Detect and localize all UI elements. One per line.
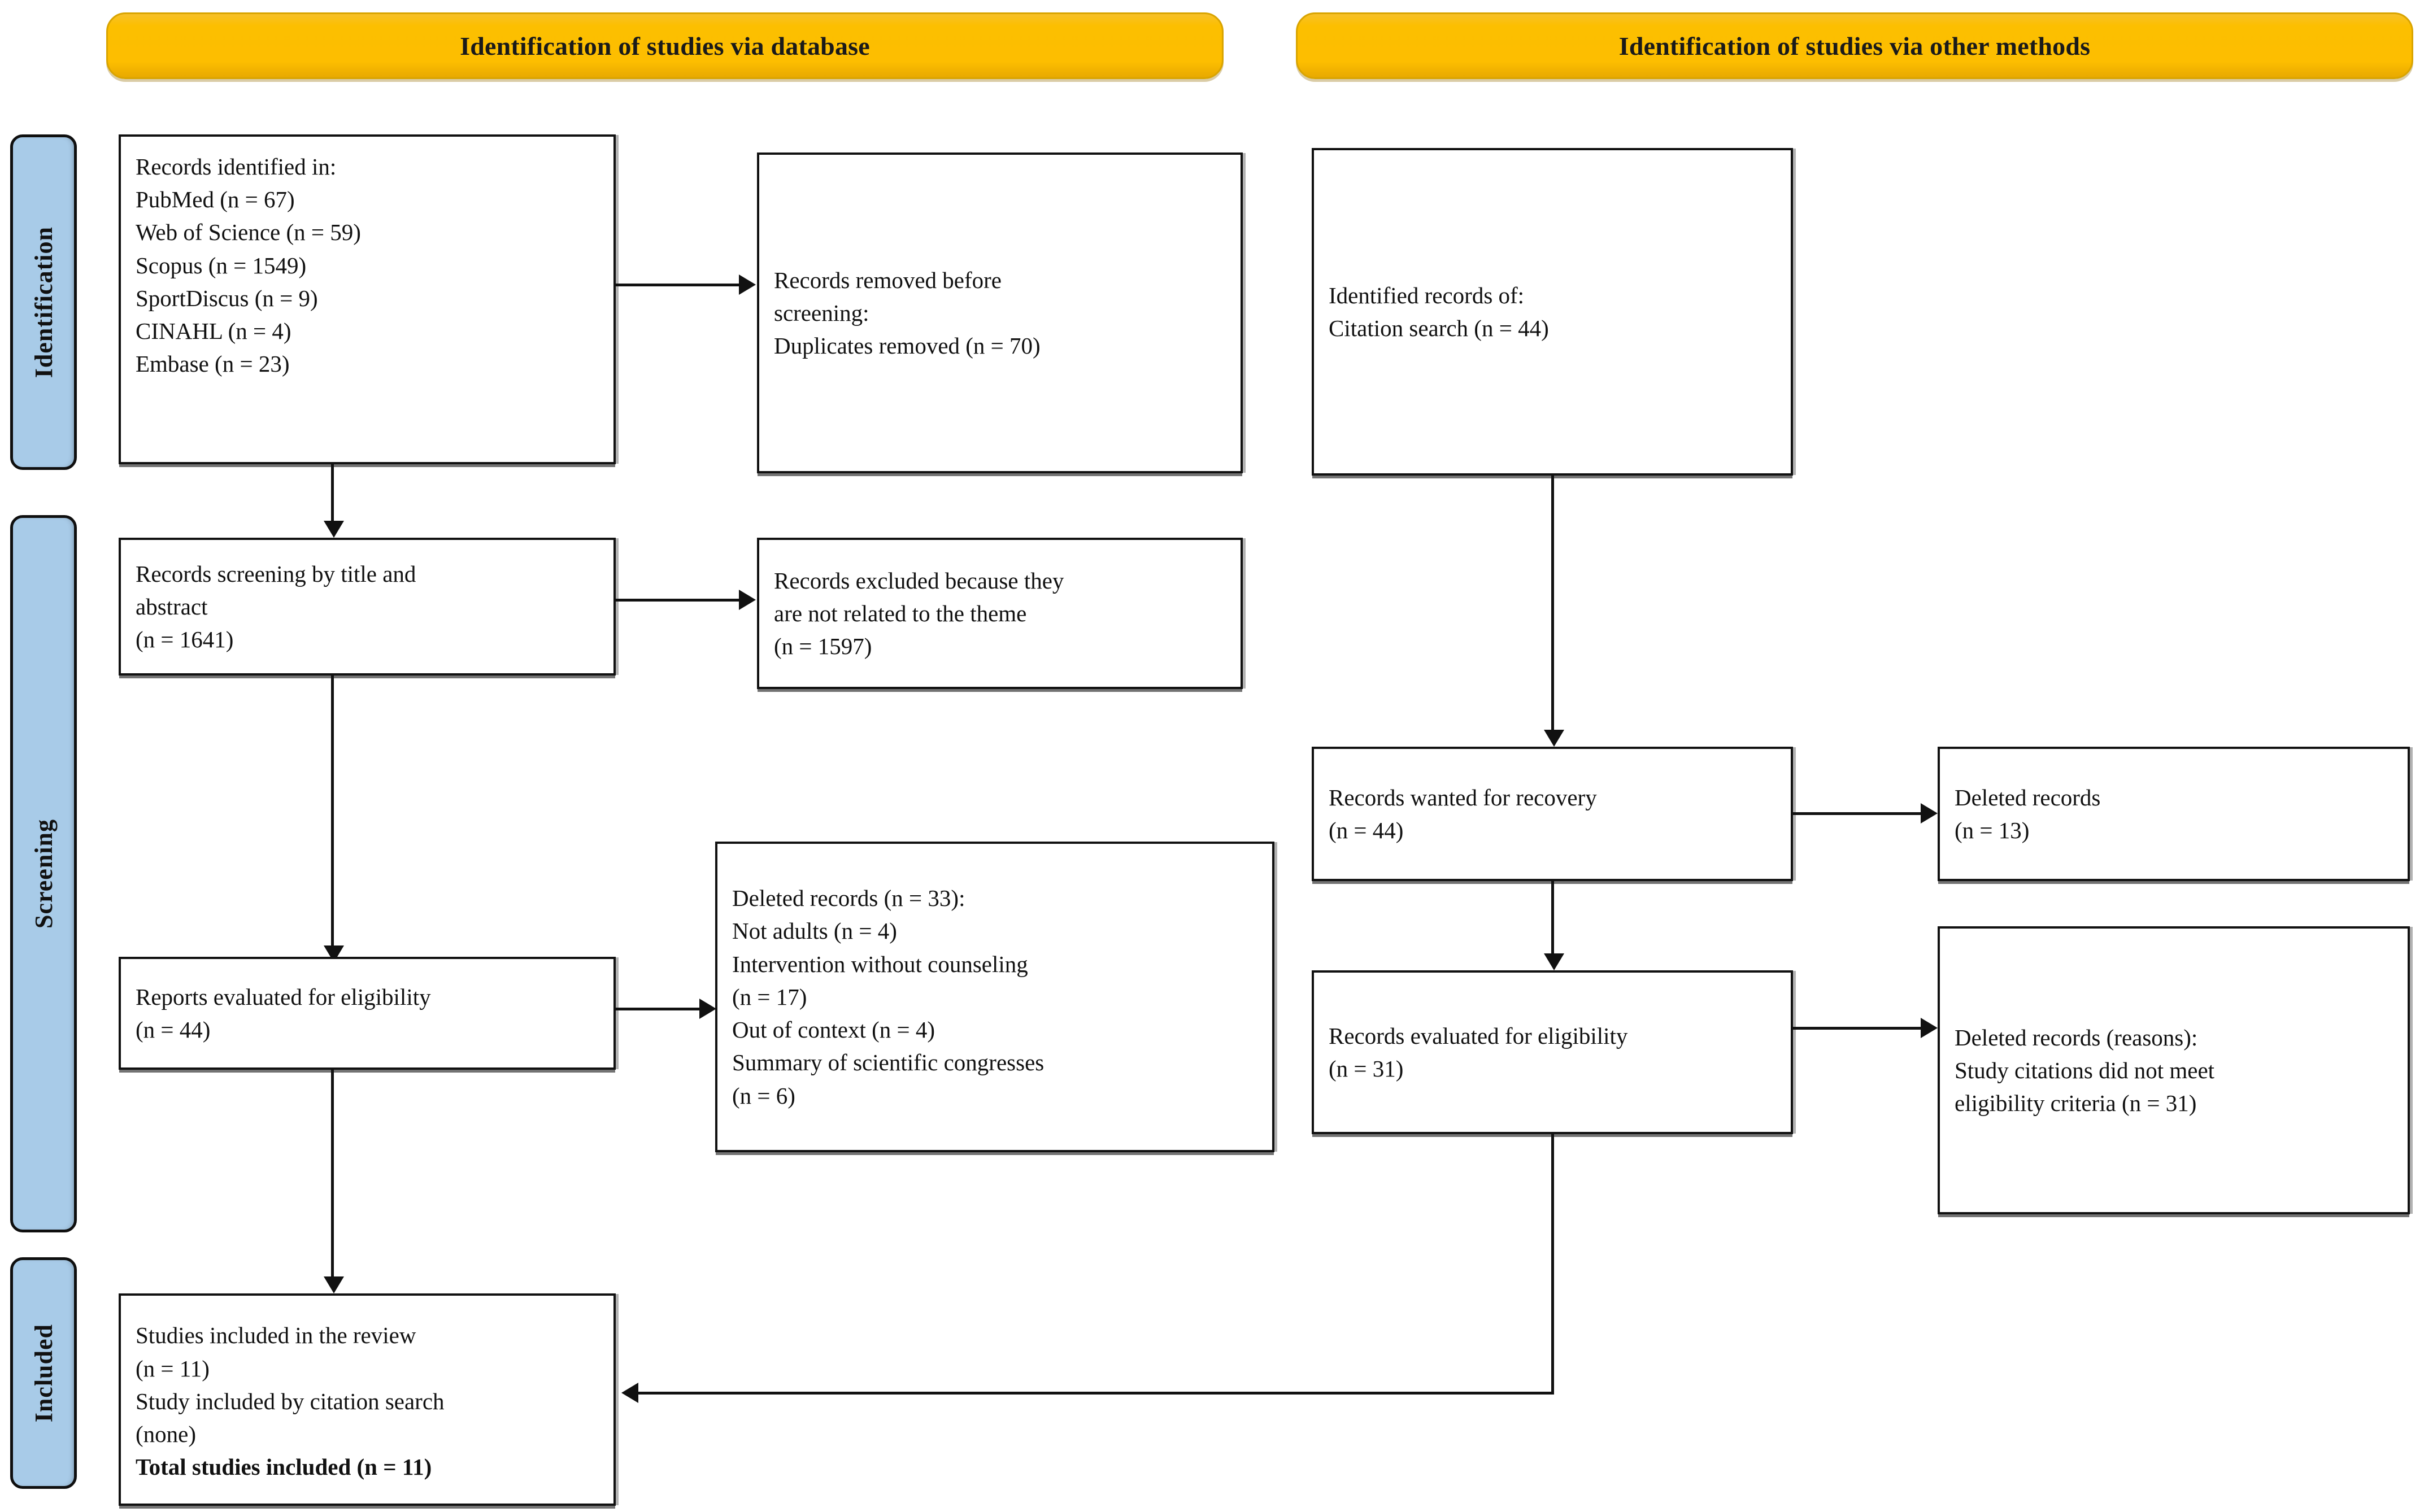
box-deleted-records-reasons: Deleted records (reasons): Study citatio…: [1938, 926, 2410, 1214]
box-reports-evaluated-for-eligibility: Reports evaluated for eligibility (n = 4…: [119, 957, 616, 1070]
stage-identification-text: Identification: [29, 226, 58, 378]
box-deleted-records-13: Deleted records (n = 13): [1938, 747, 2410, 881]
box-line: (n = 1597): [774, 633, 872, 660]
box-records-evaluated-31: Records evaluated for eligibility (n = 3…: [1312, 970, 1793, 1134]
connector-identified-to-screening: [331, 464, 334, 521]
box-line: Studies included in the review: [136, 1322, 416, 1349]
banner-database-label: Identification of studies via database: [460, 31, 870, 60]
box-line: eligibility criteria (n = 31): [1955, 1090, 2197, 1117]
box-line: SportDiscus (n = 9): [136, 285, 318, 311]
connector-screening-to-excluded: [616, 599, 739, 602]
box-records-identified: Records identified in: PubMed (n = 67) W…: [119, 134, 616, 464]
arrowhead-evaluated31-to-reasons: [1921, 1018, 1938, 1038]
box-line: Deleted records (n = 33):: [732, 885, 965, 912]
connector-evaluated31-elbow-horizontal: [638, 1392, 1554, 1395]
box-line: Embase (n = 23): [136, 351, 290, 377]
box-line: Scopus (n = 1549): [136, 252, 307, 278]
box-line: Study included by citation search: [136, 1388, 445, 1414]
box-studies-included: Studies included in the review (n = 11) …: [119, 1293, 616, 1506]
box-line: abstract: [136, 593, 208, 620]
box-line: CINAHL (n = 4): [136, 318, 291, 345]
box-line: Not adults (n = 4): [732, 918, 897, 944]
banner-identification-other-methods: Identification of studies via other meth…: [1296, 12, 2413, 79]
box-line: screening:: [774, 299, 869, 326]
box-line: Duplicates removed (n = 70): [774, 333, 1041, 359]
box-line: Records identified in:: [136, 154, 337, 180]
box-line: Deleted records (reasons):: [1955, 1024, 2198, 1051]
box-line-total: Total studies included (n = 11): [136, 1454, 432, 1480]
stage-included-text: Included: [29, 1323, 58, 1423]
arrowhead-evaluated31-to-included: [621, 1383, 638, 1403]
box-line: PubMed (n = 67): [136, 186, 295, 213]
box-line: (n = 31): [1329, 1056, 1404, 1082]
box-line: Reports evaluated for eligibility: [136, 983, 431, 1010]
box-line: (n = 1641): [136, 626, 234, 653]
box-line: (n = 6): [732, 1082, 795, 1109]
box-line: Out of context (n = 4): [732, 1017, 935, 1043]
box-line: (n = 11): [136, 1355, 210, 1382]
stage-label-included: Included: [10, 1257, 77, 1489]
arrowhead-wanted-to-deleted13: [1921, 803, 1938, 823]
arrowhead-reports-to-deleted33: [699, 999, 716, 1019]
arrowhead-identified-to-screening: [324, 521, 344, 538]
stage-screening-text: Screening: [29, 819, 58, 929]
box-line: Records excluded because they: [774, 567, 1064, 594]
box-deleted-records-33: Deleted records (n = 33): Not adults (n …: [715, 842, 1274, 1152]
box-line: Citation search (n = 44): [1329, 315, 1549, 341]
connector-reports-to-deleted33: [616, 1008, 699, 1010]
box-line: (n = 44): [1329, 817, 1404, 843]
box-line: Deleted records: [1955, 784, 2101, 811]
connector-wanted-to-deleted13: [1793, 812, 1921, 815]
connector-evaluated31-to-reasons: [1793, 1027, 1921, 1030]
box-line: Web of Science (n = 59): [136, 219, 361, 246]
arrowhead-wanted-to-evaluated31: [1544, 953, 1564, 970]
box-line: Intervention without counseling: [732, 951, 1028, 977]
box-identified-records-other: Identified records of: Citation search (…: [1312, 148, 1793, 476]
box-records-excluded: Records excluded because they are not re…: [757, 538, 1243, 689]
box-line: (n = 17): [732, 983, 807, 1010]
box-line: Records screening by title and: [136, 560, 416, 587]
box-line: Study citations did not meet: [1955, 1057, 2215, 1083]
box-records-removed-before-screening: Records removed before screening: Duplic…: [757, 152, 1243, 473]
banner-identification-database: Identification of studies via database: [106, 12, 1224, 79]
box-line: are not related to the theme: [774, 600, 1027, 626]
stage-label-screening: Screening: [10, 515, 77, 1232]
box-line: Summary of scientific congresses: [732, 1049, 1045, 1076]
box-line: Records wanted for recovery: [1329, 784, 1597, 811]
box-line: (n = 13): [1955, 817, 2030, 843]
box-line: (none): [136, 1421, 197, 1448]
arrowhead-other-identified-to-wanted: [1544, 730, 1564, 747]
connector-wanted-to-evaluated31: [1551, 881, 1554, 953]
stage-label-identification: Identification: [10, 134, 77, 470]
banner-other-methods-label: Identification of studies via other meth…: [1618, 31, 2091, 60]
connector-evaluated31-elbow-vertical: [1551, 1134, 1554, 1394]
box-line: Records evaluated for eligibility: [1329, 1022, 1628, 1049]
connector-reports-to-included: [331, 1070, 334, 1276]
box-line: Records removed before: [774, 267, 1002, 293]
box-line: Identified records of:: [1329, 282, 1525, 308]
connector-other-identified-to-wanted: [1551, 476, 1554, 730]
box-line: (n = 44): [136, 1017, 211, 1043]
box-records-wanted-for-recovery: Records wanted for recovery (n = 44): [1312, 747, 1793, 881]
arrowhead-screening-to-excluded: [739, 590, 756, 610]
connector-screening-to-reports: [331, 676, 334, 945]
connector-identified-to-removed: [616, 284, 739, 286]
arrowhead-reports-to-included: [324, 1276, 344, 1293]
arrowhead-identified-to-removed: [739, 274, 756, 295]
box-records-screening: Records screening by title and abstract …: [119, 538, 616, 676]
